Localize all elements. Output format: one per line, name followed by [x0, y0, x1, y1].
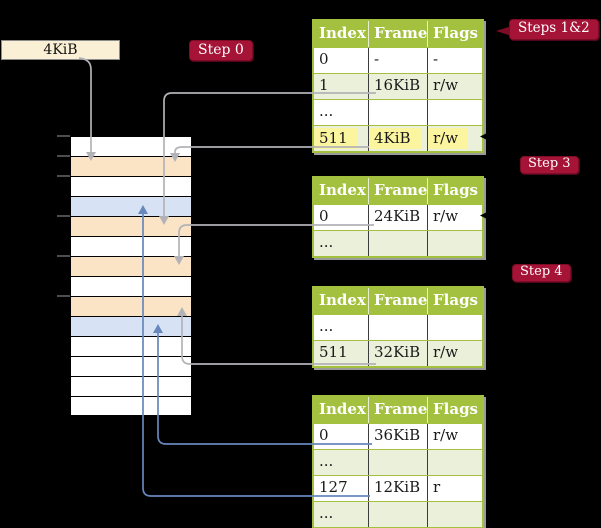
memory-frame-row-blue	[71, 196, 191, 216]
table-cell	[368, 100, 427, 125]
table-row: ...	[314, 99, 482, 125]
memory-tick	[57, 255, 70, 257]
table-row: ...	[314, 449, 482, 475]
column-header: Frame	[368, 21, 427, 47]
table-cell: 127	[319, 478, 348, 496]
table-cell: 4KiB	[368, 126, 427, 151]
memory-frame-row-white	[71, 236, 191, 256]
table-cell: 36KiB	[368, 424, 427, 449]
table-cell: ...	[319, 317, 334, 335]
memory-column	[70, 136, 192, 416]
badge-steps-1-2: Steps 1&2	[509, 19, 599, 40]
column-header: Index	[314, 288, 368, 314]
table-cell: 16KiB	[368, 74, 427, 99]
memory-frame-row-blue	[71, 316, 191, 336]
table-cell: 12KiB	[368, 476, 427, 501]
memory-frame-row-white	[71, 376, 191, 396]
root-frame-box: 4KiB	[1, 40, 120, 60]
memory-tick	[57, 155, 70, 157]
table-cell: -	[427, 48, 482, 73]
table-cell: 0	[319, 50, 329, 68]
table-cell: r/w	[427, 424, 482, 449]
table-cell: 511	[314, 341, 368, 366]
badge-arrowhead-steps12	[496, 26, 510, 36]
badge-step-3: Step 3	[520, 156, 579, 174]
table-cell: ...	[314, 231, 368, 256]
table-row: 0 --	[314, 47, 482, 73]
memory-frame-row-orange	[71, 216, 191, 236]
column-header: Index	[314, 178, 368, 204]
table-cell: r/w	[427, 74, 482, 99]
table-cell: 1	[314, 74, 368, 99]
memory-frame-row-orange	[71, 296, 191, 316]
table-cell: r/w	[427, 205, 482, 230]
memory-frame-row-white	[71, 336, 191, 356]
badge-step-0: Step 0	[189, 40, 253, 62]
table-cell: ...	[319, 102, 334, 120]
badge-step-4: Step 4	[512, 264, 571, 282]
column-header: Flags	[427, 21, 482, 47]
table-cell	[427, 502, 482, 527]
memory-tick	[57, 135, 70, 137]
column-header: Flags	[427, 288, 482, 314]
table-cell	[368, 231, 427, 256]
memory-frame-row-white	[71, 136, 191, 156]
memory-frame-row-white	[71, 276, 191, 296]
column-header: Flags	[427, 178, 482, 204]
table-cell	[368, 502, 427, 527]
memory-tick	[57, 215, 70, 217]
table-cell	[427, 315, 482, 340]
table-row: ...	[314, 230, 482, 256]
column-header: Flags	[427, 397, 482, 423]
column-header: Frame	[368, 178, 427, 204]
table-row: ...	[314, 501, 482, 527]
column-header: Index	[314, 397, 368, 423]
table-cell	[427, 450, 482, 475]
table-cell: ...	[314, 502, 368, 527]
table-cell: 0	[319, 207, 329, 225]
table-cell	[368, 450, 427, 475]
table-cell: ...	[314, 450, 368, 475]
table-cell: r/w	[427, 341, 482, 366]
memory-frame-row-white	[71, 176, 191, 196]
table-row: ...	[314, 314, 482, 340]
table-cell: 0	[319, 426, 329, 444]
memory-frame-row-white	[71, 356, 191, 376]
column-header: Index	[314, 21, 368, 47]
table-cell: 32KiB	[368, 341, 427, 366]
memory-frame-row-orange	[71, 256, 191, 276]
memory-tick	[57, 175, 70, 177]
table-cell: 24KiB	[368, 205, 427, 230]
table-cell: r	[427, 476, 482, 501]
table-cell: 511	[314, 126, 368, 151]
column-header: Frame	[368, 397, 427, 423]
memory-frame-row-white	[71, 396, 191, 416]
column-header: Frame	[368, 288, 427, 314]
table-cell	[427, 231, 482, 256]
table-cell: r/w	[427, 126, 482, 151]
table-cell: -	[368, 48, 427, 73]
table-cell	[368, 315, 427, 340]
table-cell	[427, 100, 482, 125]
memory-frame-row-orange	[71, 156, 191, 176]
memory-tick	[57, 295, 70, 297]
